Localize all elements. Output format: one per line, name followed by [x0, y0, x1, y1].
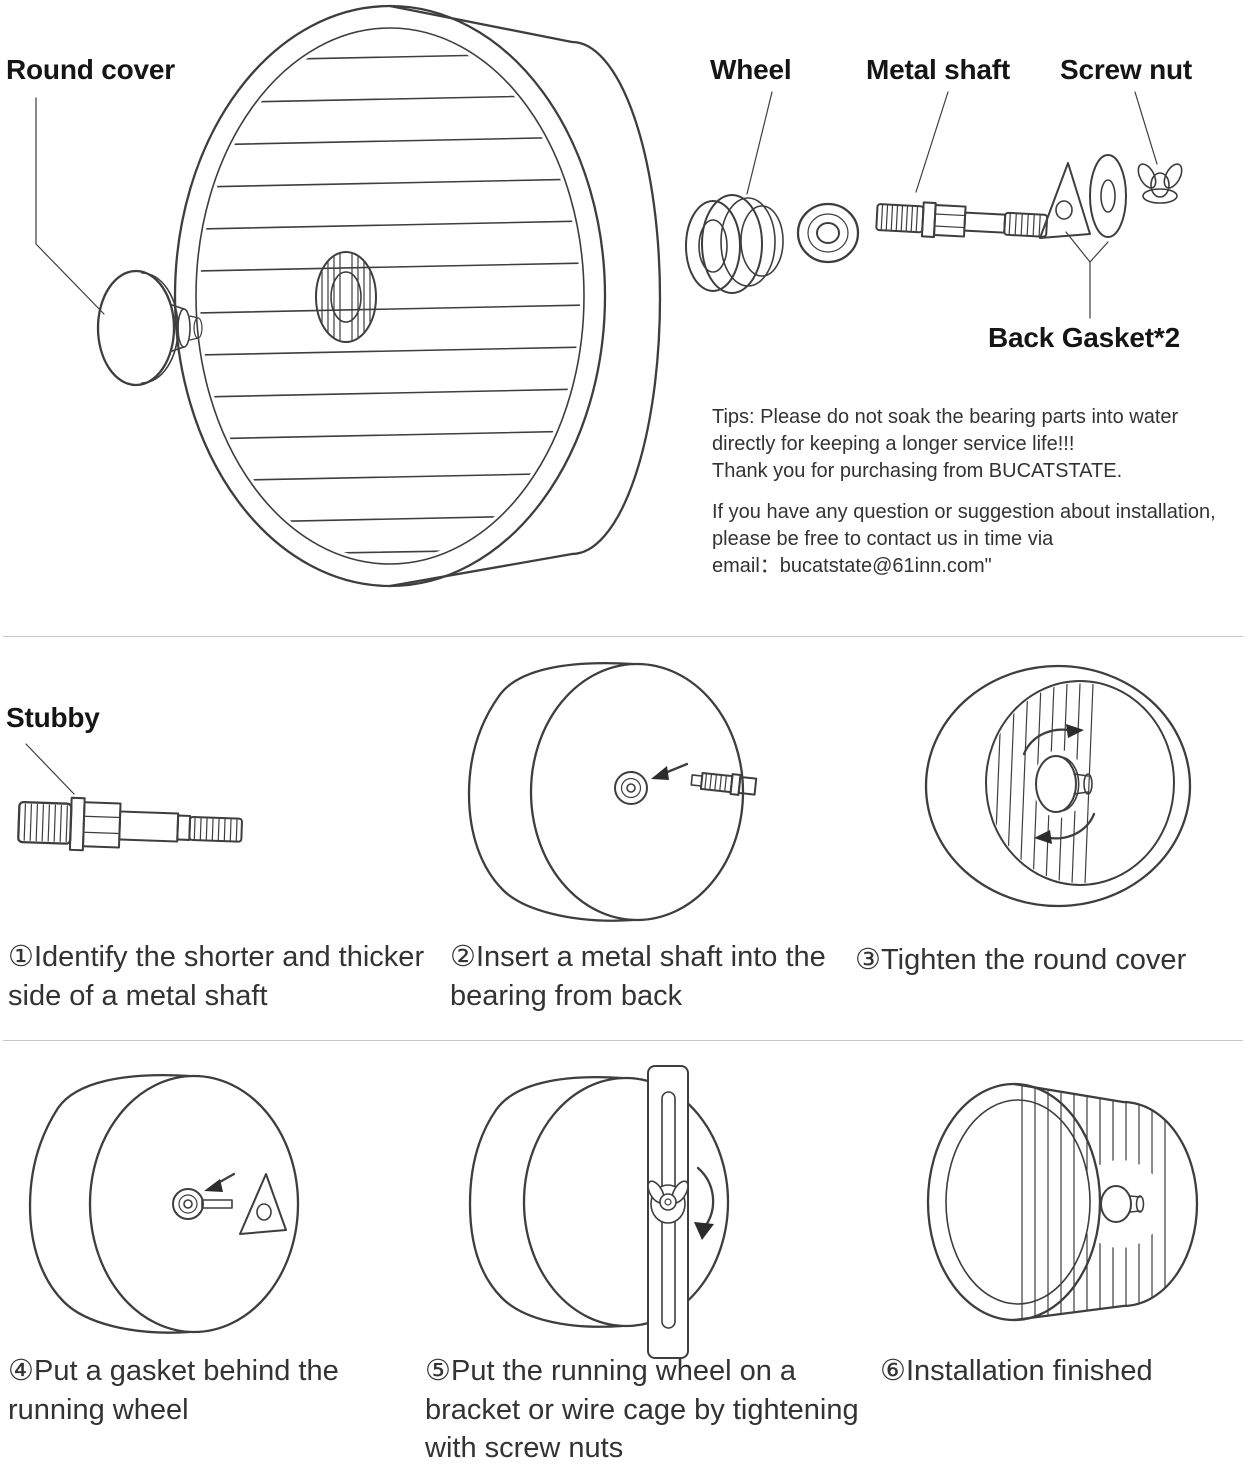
step2-illustration [467, 662, 758, 922]
tips-text: Tips: Please do not soak the bearing par… [712, 404, 1246, 580]
tips-line-6: email：bucatstate@61inn.com" [712, 554, 992, 577]
step5-text: ⑤Put the running wheel on a bracket or w… [425, 1355, 859, 1465]
wing-nut-drawing [1134, 91, 1183, 204]
washer-gasket-drawing [1089, 154, 1127, 238]
step5-illustration [468, 1065, 730, 1359]
back-gasket-label: Back Gasket*2 [988, 322, 1180, 353]
stubby-shaft-illustration [17, 743, 243, 852]
stubby-label: Stubby [6, 702, 100, 733]
tips-line-2: directly for keeping a longer service li… [712, 433, 1075, 456]
wheel-label: Wheel [710, 54, 792, 85]
step4-text: ④Put a gasket behind the running wheel [8, 1355, 339, 1426]
back-gasket-leader [1065, 231, 1109, 319]
screw-nut-label: Screw nut [1060, 54, 1193, 85]
round-cover-label: Round cover [6, 54, 175, 85]
wheel-drum-drawing [173, 4, 662, 588]
triangle-gasket-drawing [1039, 162, 1091, 239]
exploded-view-illustration [35, 4, 1183, 588]
step3-illustration [924, 664, 1192, 908]
metal-shaft-drawing [875, 91, 1049, 238]
section-divider-top [3, 636, 1243, 637]
step6-text: ⑥Installation finished [880, 1355, 1153, 1387]
metal-shaft-label: Metal shaft [866, 54, 1011, 85]
round-cover-drawing [35, 97, 203, 387]
step4-illustration [28, 1074, 300, 1334]
step3-text: ③Tighten the round cover [855, 944, 1187, 976]
tips-paragraph-gap [712, 486, 1246, 499]
bearing-drawing [796, 202, 860, 264]
tips-line-3: Thank you for purchasing from BUCATSTATE… [712, 460, 1123, 483]
step2-text: ②Insert a metal shaft into the bearing f… [450, 941, 826, 1012]
step1-text: ①Identify the shorter and thicker side o… [8, 941, 425, 1012]
tips-line-5: please be free to contact us in time via [712, 527, 1054, 550]
step6-illustration [926, 1082, 1199, 1322]
bearing-housing-drawing [685, 91, 784, 294]
tips-line-4: If you have any question or suggestion a… [712, 500, 1216, 523]
section-divider-bottom [3, 1040, 1243, 1041]
tips-line-1: Tips: Please do not soak the bearing par… [712, 406, 1179, 428]
